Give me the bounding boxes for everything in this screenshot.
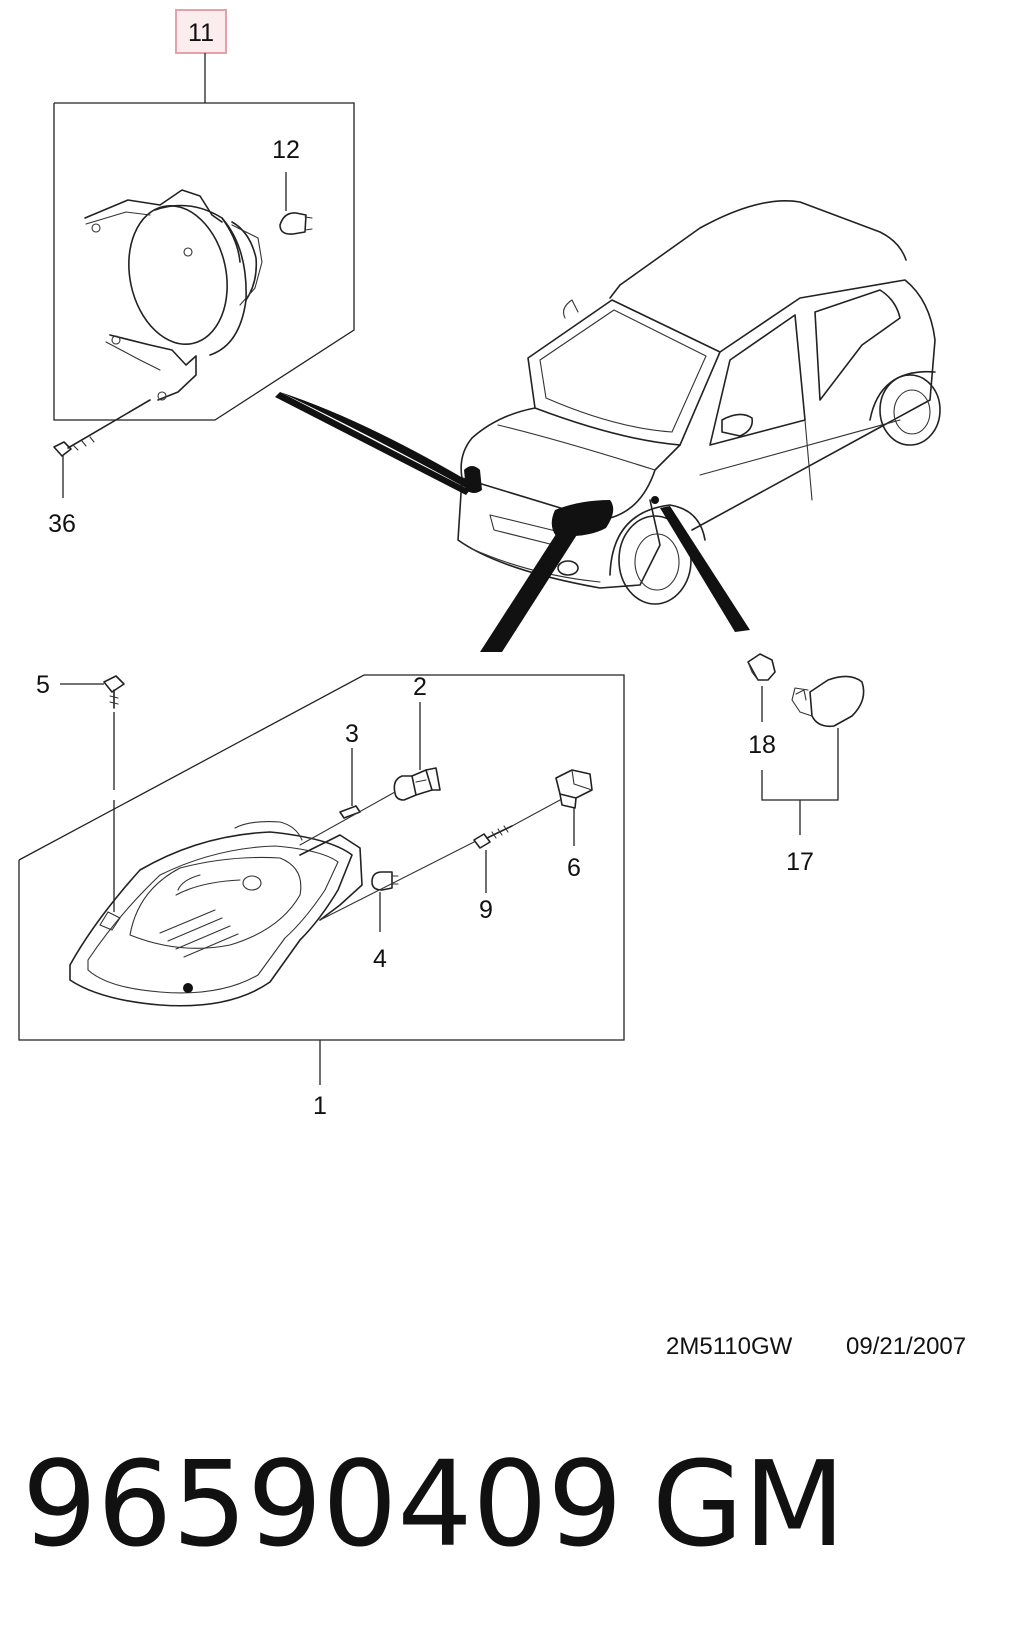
brand-label: GM xyxy=(652,1435,845,1573)
bolt-5-icon xyxy=(103,675,125,709)
fog-lamp-group-box xyxy=(53,102,355,421)
callout-2-label[interactable]: 2 xyxy=(413,673,427,701)
socket-6-icon xyxy=(555,769,593,809)
callout-11-label: 11 xyxy=(188,19,214,47)
socket-6-axis xyxy=(511,799,561,827)
callout-18-label[interactable]: 18 xyxy=(748,731,776,759)
bulb-4-icon xyxy=(371,871,399,891)
car-icon xyxy=(457,199,941,605)
callout-3-label[interactable]: 3 xyxy=(345,720,359,748)
callout-5-label[interactable]: 5 xyxy=(36,671,50,699)
side-marker-lamp-icon xyxy=(791,675,865,728)
bulb-2-axis xyxy=(299,791,396,846)
drawing-date: 09/21/2007 xyxy=(846,1333,966,1360)
callout-17-label[interactable]: 17 xyxy=(786,848,814,876)
side-marker-bulb-18-icon xyxy=(747,653,776,681)
bulb-12-icon xyxy=(279,212,313,235)
bulb-3-icon xyxy=(339,805,361,819)
callout-6-label[interactable]: 6 xyxy=(567,854,581,882)
screw-9-axis xyxy=(319,841,475,921)
headlamp-assembly-icon xyxy=(69,821,363,1007)
fog-lamp-icon xyxy=(84,189,263,401)
pointer-wedges xyxy=(275,392,750,652)
screw-9-icon xyxy=(473,825,513,849)
headlamp-group-box xyxy=(18,674,625,1041)
callout-4-label[interactable]: 4 xyxy=(373,945,387,973)
callout-1-label[interactable]: 1 xyxy=(313,1092,327,1120)
bulb-2-icon xyxy=(393,767,441,801)
callout-12-label[interactable]: 12 xyxy=(272,136,300,164)
screw-36-icon xyxy=(53,399,151,457)
part-number: 96590409 xyxy=(22,1435,623,1573)
callout-11[interactable]: 11 xyxy=(175,9,227,54)
drawing-code: 2M5110GW xyxy=(666,1333,793,1360)
callout-36-label[interactable]: 36 xyxy=(48,510,76,538)
callout-9-label[interactable]: 9 xyxy=(479,896,493,924)
